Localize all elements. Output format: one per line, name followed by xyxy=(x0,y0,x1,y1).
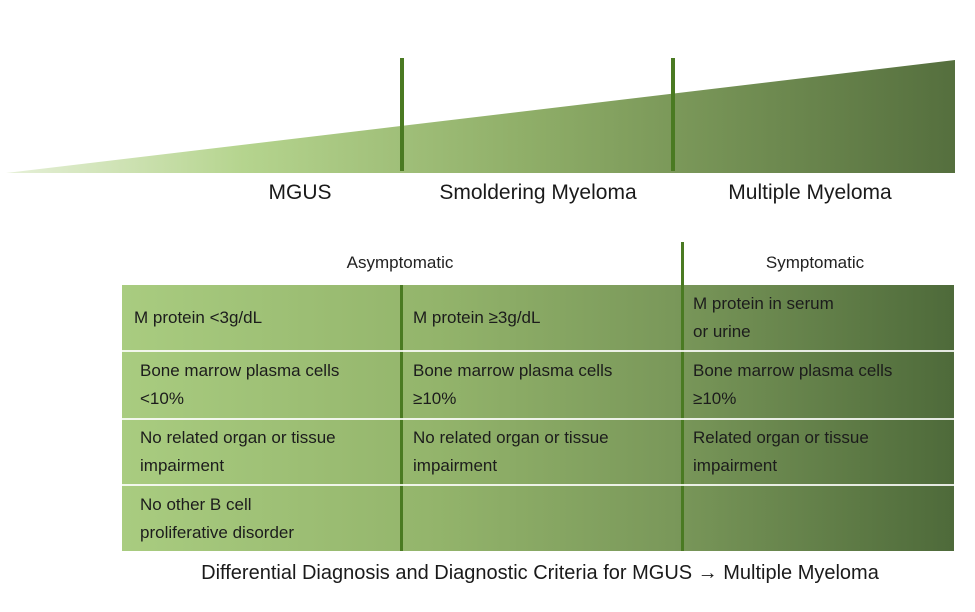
table-cell-r1-c1: M protein <3g/dL xyxy=(134,307,263,327)
table-cell-r3-c3: Related organ or tissue impairment xyxy=(693,428,869,475)
table-cell-r4-c1: No other B cell proliferative disorder xyxy=(140,494,295,542)
row-divider-1 xyxy=(122,350,954,352)
table-cell-r2-c3: Bone marrow plasma cells ≥10% xyxy=(693,361,893,408)
criteria-table: M protein <3g/dL M protein ≥3g/dL M prot… xyxy=(122,285,954,551)
wedge-shape xyxy=(6,60,955,173)
stage-label-multiple: Multiple Myeloma xyxy=(728,181,892,204)
table-cell-r1-c2: M protein ≥3g/dL xyxy=(413,307,541,327)
table-cell-r3-c2: No related organ or tissue impairment xyxy=(413,428,609,475)
stage-divider-1 xyxy=(400,58,404,171)
table-cell-r3-c1: No related organ or tissue impairment xyxy=(140,428,336,475)
table-cell-r2-c2: Bone marrow plasma cells ≥10% xyxy=(413,361,613,408)
table-cell-r1-c3: M protein in serum or urine xyxy=(693,293,834,341)
stage-label-mgus: MGUS xyxy=(268,181,332,204)
stage-divider-2 xyxy=(671,58,675,171)
figure-caption: Differential Diagnosis and Diagnostic Cr… xyxy=(201,562,879,584)
group-divider-top xyxy=(681,242,684,285)
table-cell-r2-c1: Bone marrow plasma cells <10% xyxy=(140,361,340,408)
group-label-symptomatic: Symptomatic xyxy=(765,253,865,272)
row-divider-3 xyxy=(122,484,954,486)
row-divider-2 xyxy=(122,418,954,420)
progression-wedge xyxy=(6,58,955,173)
stage-label-smoldering: Smoldering Myeloma xyxy=(439,181,637,204)
group-label-asymptomatic: Asymptomatic xyxy=(346,253,454,272)
